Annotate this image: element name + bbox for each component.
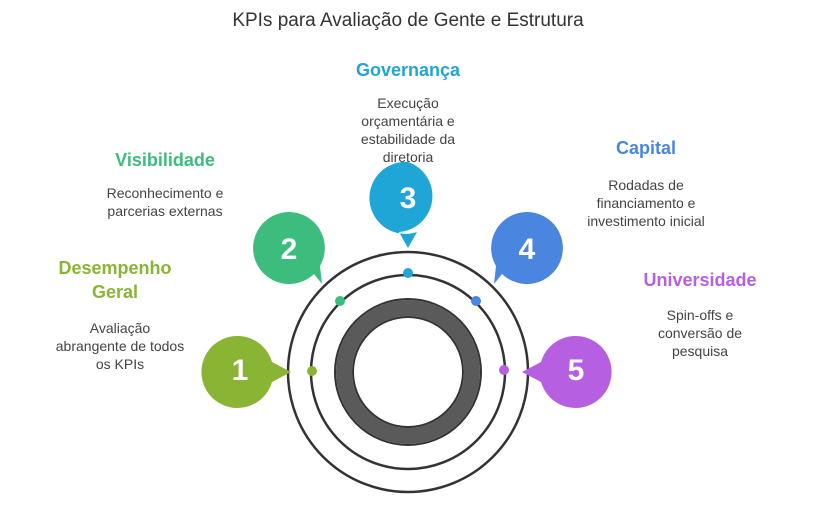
item-description-1: Avaliação abrangente de todos os KPIs [55, 320, 185, 372]
bubble-3 [369, 161, 433, 248]
outer-ring [286, 250, 530, 494]
item-description-2: Reconhecimento e parcerias externas [106, 185, 224, 219]
item-heading-5: Universidade [643, 270, 757, 290]
bubble-5 [522, 335, 612, 408]
bubble-number-5: 5 [568, 354, 585, 387]
center-ring [336, 300, 480, 444]
center-ring-inner-outline [352, 316, 464, 428]
diagram-title: KPIs para Avaliação de Gente e Estrutura [232, 10, 584, 31]
item-heading-1: Desempenho Geral [58, 258, 172, 302]
item-heading-2: Visibilidade [115, 150, 215, 170]
marker-dot-1 [307, 366, 317, 376]
marker-dot-2 [335, 296, 345, 306]
center-ring-outline [334, 298, 482, 446]
marker-dot-5 [499, 365, 509, 375]
item-description-5: Spin-offs e conversão de pesquisa [657, 307, 743, 359]
marker-dot-3 [403, 268, 413, 278]
item-description-4: Rodadas de financiamento e investimento … [587, 177, 705, 229]
bubble-4 [491, 212, 563, 284]
bubble-1 [201, 335, 291, 408]
bubble-number-1: 1 [232, 354, 249, 387]
bubble-number-4: 4 [519, 233, 536, 266]
item-heading-3: Governança [355, 60, 461, 80]
bubble-number-3: 3 [400, 182, 417, 215]
bubble-2 [253, 212, 325, 284]
item-description-3: Execução orçamentária e estabilidade da … [360, 95, 456, 165]
marker-dot-4 [471, 296, 481, 306]
item-heading-4: Capital [615, 138, 676, 158]
bubble-number-2: 2 [281, 233, 298, 266]
